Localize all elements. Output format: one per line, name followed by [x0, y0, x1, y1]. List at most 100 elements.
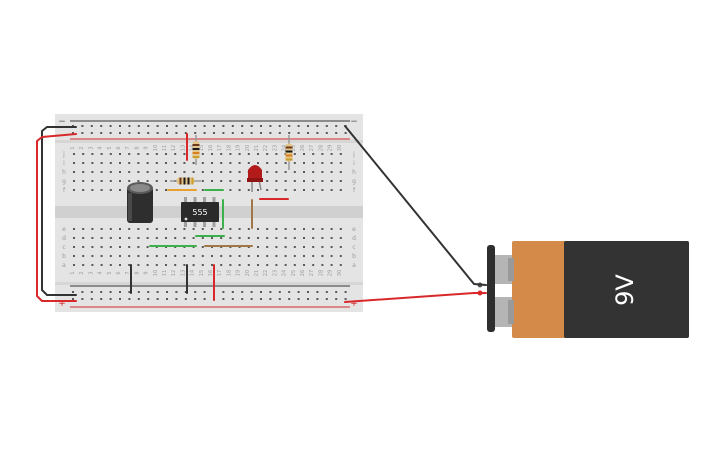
breadboard-hole[interactable]	[91, 264, 94, 266]
breadboard-hole[interactable]	[211, 237, 213, 239]
breadboard-hole[interactable]	[284, 189, 287, 191]
breadboard-hole[interactable]	[91, 228, 94, 230]
breadboard-hole[interactable]	[257, 246, 259, 248]
breadboard-hole[interactable]	[266, 237, 269, 239]
battery-9v[interactable]: 9V	[477, 241, 690, 338]
rail-hole[interactable]	[316, 291, 319, 293]
breadboard-hole[interactable]	[321, 264, 324, 266]
breadboard-hole[interactable]	[339, 153, 342, 155]
rail-hole[interactable]	[119, 291, 121, 293]
rail-hole[interactable]	[90, 132, 93, 134]
rail-hole[interactable]	[241, 298, 244, 300]
breadboard-hole[interactable]	[100, 189, 103, 191]
breadboard-hole[interactable]	[257, 153, 259, 155]
breadboard-hole[interactable]	[201, 237, 204, 239]
rail-hole[interactable]	[269, 125, 272, 127]
breadboard-hole[interactable]	[91, 255, 94, 257]
rail-hole[interactable]	[100, 125, 103, 127]
breadboard-hole[interactable]	[137, 153, 140, 155]
breadboard-hole[interactable]	[128, 180, 131, 182]
breadboard-hole[interactable]	[229, 153, 232, 155]
breadboard-hole[interactable]	[165, 162, 167, 164]
breadboard-hole[interactable]	[247, 162, 250, 164]
rail-hole[interactable]	[335, 125, 338, 127]
breadboard-hole[interactable]	[100, 162, 103, 164]
rail-hole[interactable]	[119, 125, 121, 127]
rail-hole[interactable]	[137, 132, 140, 134]
rail-hole[interactable]	[147, 298, 150, 300]
breadboard-hole[interactable]	[183, 255, 186, 257]
rail-hole[interactable]	[184, 132, 187, 134]
breadboard-hole[interactable]	[303, 162, 305, 164]
resistor-2[interactable]	[285, 135, 293, 170]
breadboard-hole[interactable]	[100, 228, 103, 230]
rail-hole[interactable]	[325, 125, 328, 127]
breadboard-hole[interactable]	[211, 171, 213, 173]
breadboard-hole[interactable]	[220, 180, 223, 182]
breadboard-hole[interactable]	[266, 162, 269, 164]
breadboard-hole[interactable]	[238, 255, 241, 257]
breadboard-hole[interactable]	[192, 264, 195, 266]
rail-hole[interactable]	[297, 125, 300, 127]
rail-hole[interactable]	[203, 125, 206, 127]
rail-hole[interactable]	[344, 132, 347, 134]
rail-hole[interactable]	[278, 125, 281, 127]
rail-hole[interactable]	[260, 125, 262, 127]
breadboard-hole[interactable]	[284, 171, 287, 173]
rail-hole[interactable]	[147, 125, 150, 127]
rail-hole[interactable]	[316, 298, 319, 300]
timer-ic-555[interactable]: 555	[181, 197, 219, 227]
rail-hole[interactable]	[297, 298, 300, 300]
breadboard-hole[interactable]	[146, 255, 149, 257]
breadboard-hole[interactable]	[128, 237, 131, 239]
breadboard-hole[interactable]	[284, 180, 287, 182]
breadboard-hole[interactable]	[137, 255, 140, 257]
breadboard-hole[interactable]	[155, 189, 158, 191]
rail-hole[interactable]	[344, 298, 347, 300]
breadboard-hole[interactable]	[238, 153, 241, 155]
breadboard-hole[interactable]	[119, 162, 121, 164]
breadboard-hole[interactable]	[91, 237, 94, 239]
breadboard-hole[interactable]	[257, 237, 259, 239]
breadboard-hole[interactable]	[293, 255, 296, 257]
breadboard-hole[interactable]	[109, 228, 112, 230]
rail-hole[interactable]	[241, 125, 244, 127]
rail-hole[interactable]	[260, 298, 262, 300]
breadboard-hole[interactable]	[247, 264, 250, 266]
breadboard-hole[interactable]	[284, 162, 287, 164]
breadboard-hole[interactable]	[321, 228, 324, 230]
breadboard-hole[interactable]	[100, 264, 103, 266]
breadboard-hole[interactable]	[165, 264, 167, 266]
breadboard-hole[interactable]	[247, 228, 250, 230]
rail-link-wire-red[interactable]	[36, 133, 77, 302]
battery-positive-lead[interactable]	[344, 292, 487, 303]
breadboard-hole[interactable]	[155, 171, 158, 173]
breadboard-hole[interactable]	[211, 264, 213, 266]
breadboard-hole[interactable]	[119, 153, 121, 155]
breadboard-hole[interactable]	[146, 228, 149, 230]
breadboard-hole[interactable]	[201, 189, 204, 191]
rail-hole[interactable]	[203, 298, 206, 300]
breadboard-hole[interactable]	[293, 246, 296, 248]
breadboard-hole[interactable]	[312, 162, 315, 164]
rail-hole[interactable]	[297, 291, 300, 293]
breadboard-hole[interactable]	[339, 180, 342, 182]
breadboard-hole[interactable]	[119, 255, 121, 257]
red-led[interactable]	[247, 165, 263, 192]
breadboard-hole[interactable]	[119, 237, 121, 239]
breadboard-hole[interactable]	[220, 264, 223, 266]
breadboard-hole[interactable]	[229, 180, 232, 182]
breadboard-hole[interactable]	[73, 246, 75, 248]
rail-hole[interactable]	[231, 291, 234, 293]
breadboard-hole[interactable]	[303, 171, 305, 173]
breadboard-hole[interactable]	[339, 255, 342, 257]
rail-hole[interactable]	[325, 298, 328, 300]
breadboard-hole[interactable]	[303, 189, 305, 191]
breadboard-hole[interactable]	[73, 153, 75, 155]
breadboard-hole[interactable]	[146, 264, 149, 266]
breadboard-hole[interactable]	[321, 237, 324, 239]
rail-hole[interactable]	[137, 125, 140, 127]
rail-hole[interactable]	[175, 125, 178, 127]
rail-hole[interactable]	[137, 298, 140, 300]
rail-hole[interactable]	[269, 132, 272, 134]
